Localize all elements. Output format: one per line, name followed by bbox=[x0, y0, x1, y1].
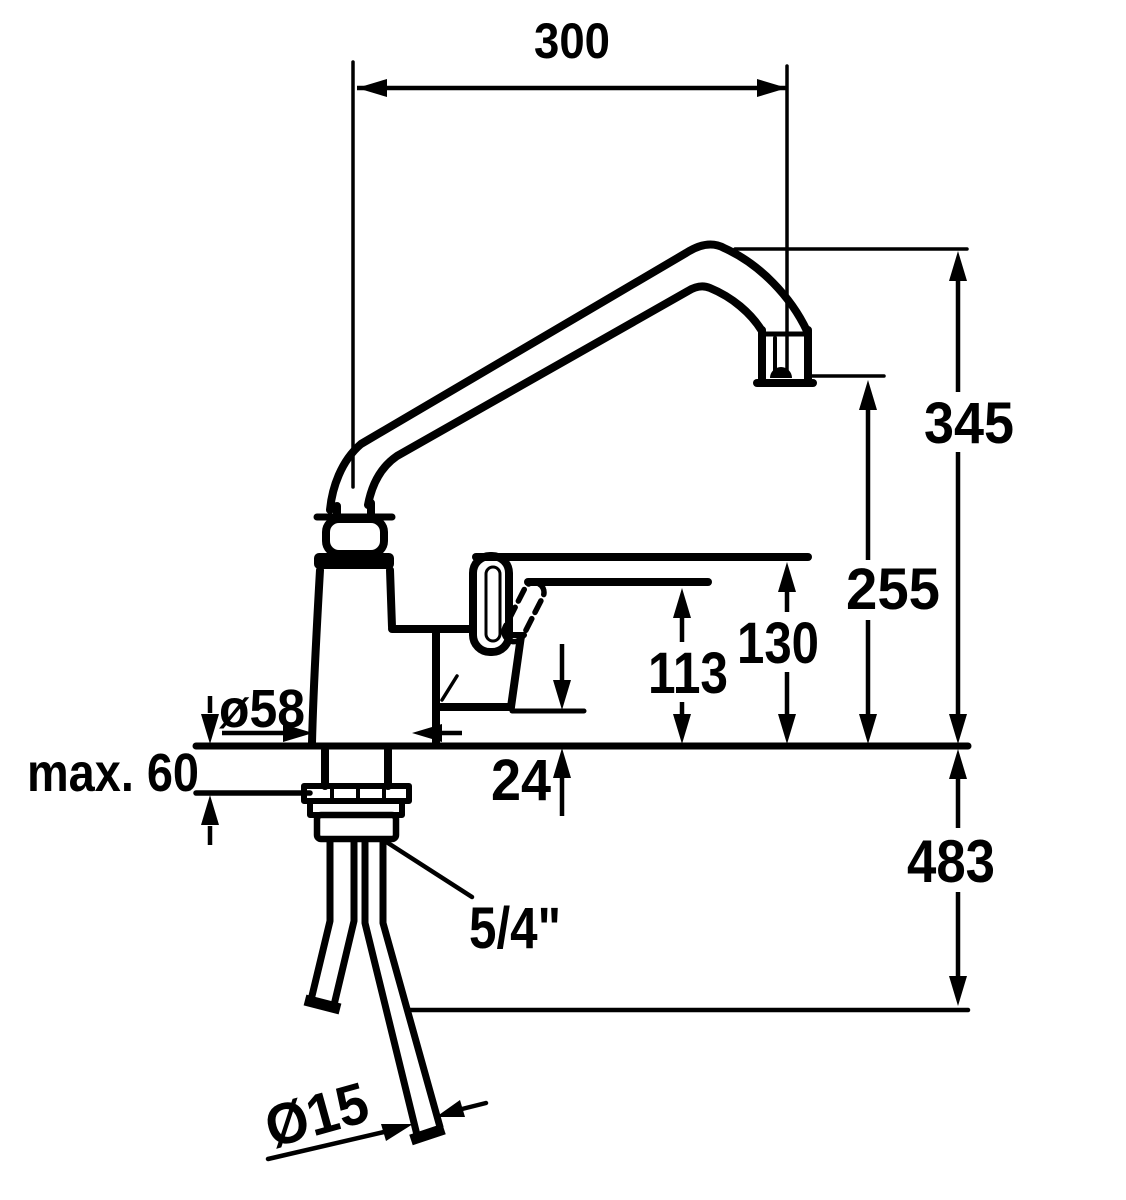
arrowhead-up-icon bbox=[949, 749, 967, 779]
dim-label-24: 24 bbox=[491, 748, 551, 813]
dim-pipe-diameter: Ø15 bbox=[258, 1070, 489, 1162]
dim-label-5-4-inch: 5/4" bbox=[469, 896, 561, 961]
arrowhead-upright-icon bbox=[381, 1124, 413, 1141]
left-hose-outer bbox=[307, 837, 334, 1004]
reference-lines bbox=[192, 60, 972, 1013]
arrowhead-down-icon bbox=[778, 714, 796, 744]
dim-label-345: 345 bbox=[924, 391, 1014, 456]
dim-label-300: 300 bbox=[534, 13, 610, 69]
dim-label-483: 483 bbox=[907, 828, 995, 895]
dim-label-max-60: max. 60 bbox=[27, 743, 199, 803]
dim-label-113: 113 bbox=[648, 641, 728, 706]
right-hose-inner bbox=[379, 837, 444, 1131]
nut-facets bbox=[330, 786, 386, 801]
dim-height-lever-top: 130 bbox=[737, 562, 819, 744]
lever-pivot-slot bbox=[484, 565, 502, 643]
left-hose-inner bbox=[330, 837, 358, 1009]
arrowhead-left-icon bbox=[412, 724, 442, 742]
callout-thread-size: 5/4" bbox=[385, 840, 561, 961]
spout-outer-edge bbox=[326, 240, 811, 514]
arrowhead-down-icon bbox=[949, 976, 967, 1006]
hose-collar bbox=[313, 811, 400, 843]
arrowhead-down-icon bbox=[949, 714, 967, 744]
dim-body-clearance: 24 bbox=[491, 644, 571, 816]
dim-label-130: 130 bbox=[737, 611, 819, 676]
arrowhead-up-icon bbox=[201, 795, 219, 825]
arrowhead-up-icon bbox=[553, 748, 571, 778]
arrowhead-left-icon bbox=[357, 79, 387, 97]
arrowhead-up-icon bbox=[778, 562, 796, 592]
threaded-shank bbox=[321, 746, 392, 790]
dim-label-diameter-15: Ø15 bbox=[258, 1070, 376, 1160]
dim-height-lever-underside: 113 bbox=[648, 588, 728, 744]
outlet-sides bbox=[758, 326, 812, 386]
dim-below-deck-length: 483 bbox=[907, 749, 995, 1006]
dim-label-255: 255 bbox=[846, 557, 940, 622]
leader-line bbox=[385, 840, 475, 900]
dim-spout-reach: 300 bbox=[357, 13, 787, 97]
arrowhead-right-icon bbox=[757, 79, 787, 97]
dim-height-outlet: 255 bbox=[846, 380, 940, 744]
arrowhead-up-icon bbox=[949, 251, 967, 281]
below-deck-parts bbox=[301, 746, 446, 1146]
right-hose-outer bbox=[361, 837, 421, 1139]
arrowhead-down-icon bbox=[553, 680, 571, 710]
left-hose-end bbox=[303, 994, 342, 1015]
arrowhead-down-icon bbox=[201, 714, 219, 744]
dim-height-spout-top: 345 bbox=[924, 251, 1014, 744]
swivel-collar bbox=[322, 515, 388, 558]
arrowhead-down-icon bbox=[859, 714, 877, 744]
cup-detail-line bbox=[440, 674, 459, 702]
body-right-edge bbox=[386, 566, 396, 631]
right-hose-end bbox=[409, 1123, 446, 1146]
spout-inner-edge bbox=[364, 282, 766, 509]
arrowhead-up-icon bbox=[673, 588, 691, 618]
body-left-edge bbox=[308, 566, 324, 747]
arrowhead-up-icon bbox=[859, 380, 877, 410]
dim-line bbox=[265, 1100, 489, 1162]
arrowhead-right-icon bbox=[283, 724, 313, 742]
arrowhead-down-icon bbox=[673, 714, 691, 744]
collar-ring bbox=[314, 553, 394, 569]
dim-label-diameter-58: ø58 bbox=[219, 679, 305, 739]
cup-right-edge bbox=[507, 632, 525, 711]
dim-max-deck-thickness: max. 60 bbox=[27, 696, 219, 845]
faucet-outline bbox=[308, 240, 817, 747]
arrowhead-downleft-icon bbox=[436, 1100, 465, 1117]
dim-base-diameter: ø58 bbox=[219, 679, 462, 742]
